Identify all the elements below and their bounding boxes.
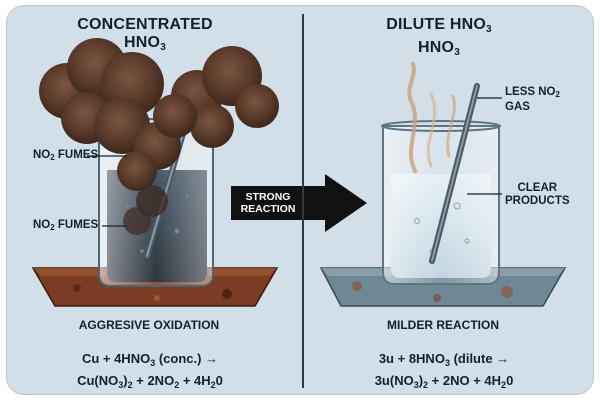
dilute-beaker bbox=[381, 62, 501, 285]
right-equation: 3u + 8HNO3 (dilute → 3u(NO3)2 + 2NO + 4H… bbox=[374, 351, 514, 390]
clear-products-label: CLEAR PRODUCTS bbox=[505, 182, 570, 207]
reaction-illustration bbox=[31, 38, 567, 307]
left-equation: Cu + 4HNO3 (conc.) → Cu(NO3)2 + 2NO2 + 4… bbox=[77, 351, 223, 390]
no2-fume-cloud bbox=[39, 38, 279, 235]
reaction-arrow bbox=[231, 174, 367, 232]
no2-fumes-label-mid: NO2 FUMES bbox=[33, 219, 99, 232]
right-title: DILUTE HNO3 HNO3 bbox=[319, 16, 559, 62]
right-title-line1: DILUTE HNO3 bbox=[386, 16, 492, 35]
left-caption: AGGRESIVE OXIDATION bbox=[78, 318, 220, 332]
panel-divider bbox=[302, 14, 304, 388]
right-caption: MILDER REACTION bbox=[387, 318, 499, 332]
less-no2-gas-label: LESS NO2 GAS bbox=[505, 86, 560, 113]
diagram-panel: CONCENTRATED HNO3 DILUTE HNO3 HNO3 NO2 F… bbox=[6, 5, 594, 395]
left-title-line1: CONCENTRATED bbox=[77, 16, 213, 33]
right-title-line2: HNO3 bbox=[418, 39, 460, 58]
no2-fumes-label-top: NO2 FUMES bbox=[33, 149, 99, 162]
left-title: CONCENTRATED HNO3 bbox=[25, 16, 265, 57]
left-title-line2: HNO3 bbox=[124, 34, 166, 53]
arrow-label: STRONG REACTION bbox=[240, 191, 296, 215]
